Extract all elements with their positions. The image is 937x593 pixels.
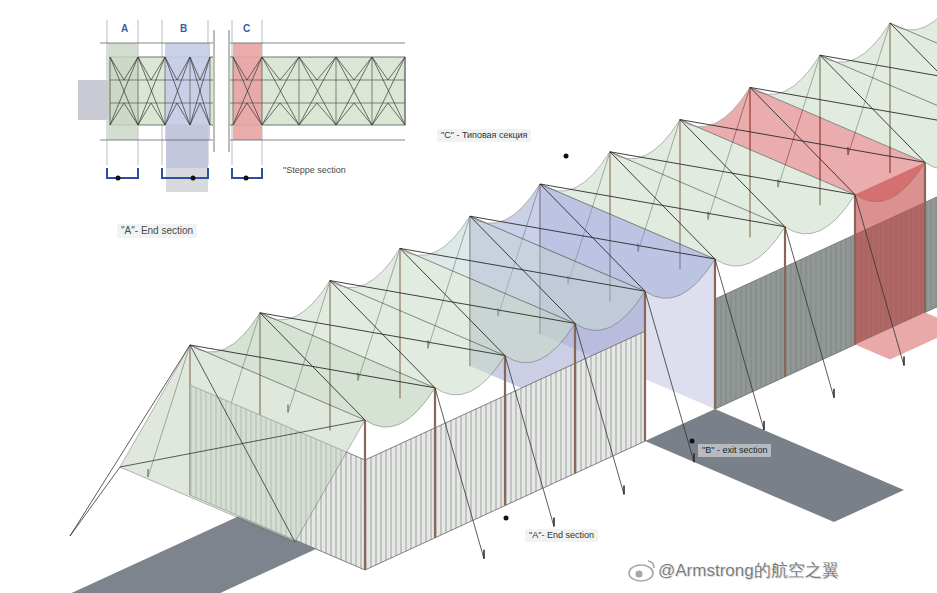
section-letter: C — [243, 23, 250, 35]
section-label: "B" - exit section — [698, 444, 771, 457]
plan-cable — [110, 57, 405, 125]
section-bracket — [107, 168, 262, 178]
exit-strip — [166, 125, 208, 168]
leader-dot — [116, 176, 121, 181]
section-letter: B — [180, 23, 187, 35]
plan-inset — [78, 20, 405, 192]
section-label: "Steppe section — [279, 164, 350, 177]
break-line — [214, 30, 229, 152]
ground-stake — [484, 357, 904, 559]
leader-dot — [244, 176, 249, 181]
exit-strip — [166, 168, 208, 192]
entry-strip — [78, 80, 110, 120]
watermark: @Armstrong的航空之翼 — [658, 561, 839, 581]
section-label: "A"- End section — [117, 224, 197, 238]
section-c-ground — [855, 312, 937, 359]
section-label: "C" - Типовая секция — [437, 129, 531, 142]
section-letter: A — [121, 23, 128, 35]
leader-dot — [191, 176, 196, 181]
section-a-band — [108, 43, 138, 140]
mast — [365, 162, 925, 570]
section-label: "A"- End section — [525, 529, 598, 542]
plan-line — [100, 43, 405, 140]
leader-dot — [504, 516, 509, 521]
guy-cable — [435, 195, 904, 559]
watermark-logo — [629, 561, 654, 581]
leader-dot — [564, 154, 569, 159]
roof-membrane — [190, 0, 937, 427]
roof-cable — [190, 23, 937, 420]
leader-dot — [690, 439, 695, 444]
plan-line — [110, 57, 405, 125]
break-gap — [213, 30, 230, 152]
